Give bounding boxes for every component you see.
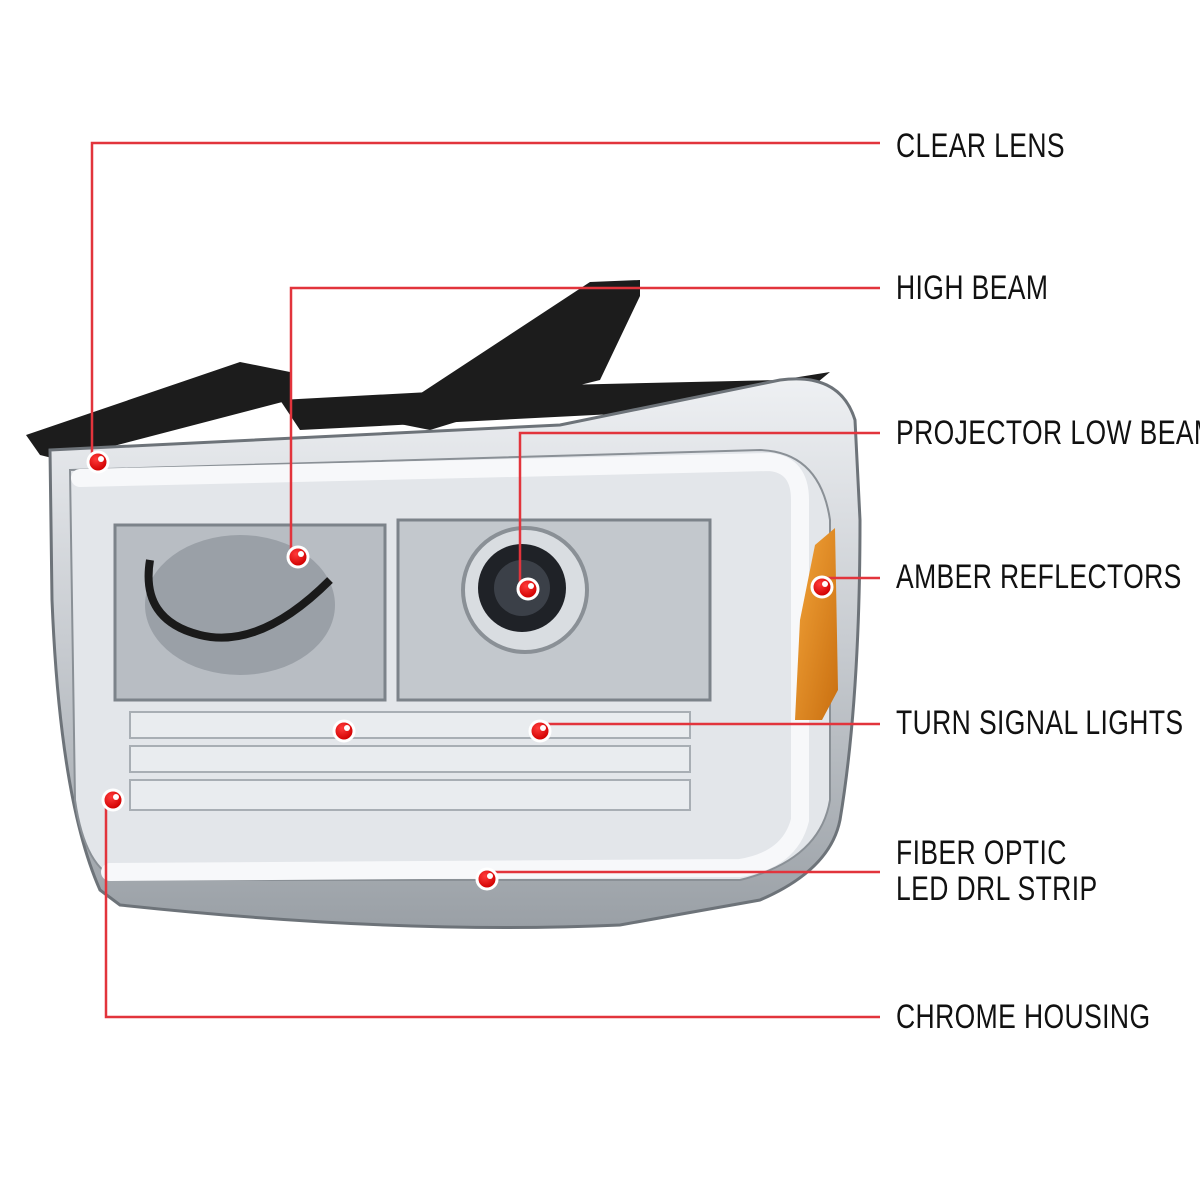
high-beam-reflector xyxy=(113,523,387,702)
label-clear-lens: CLEAR LENS xyxy=(896,127,1065,165)
label-chrome-housing: CHROME HOUSING xyxy=(896,998,1151,1036)
callout-lines xyxy=(90,141,880,1019)
callout-dot-amber xyxy=(810,575,834,599)
label-amber-reflectors: AMBER REFLECTORS xyxy=(896,558,1182,596)
label-turn-signal-lights: TURN SIGNAL LIGHTS xyxy=(896,704,1184,742)
callout-dot-projector xyxy=(516,577,540,601)
callout-dot-turn-signal-2 xyxy=(528,719,552,743)
turn-signal-lens xyxy=(129,711,691,811)
callout-dot-clear-lens xyxy=(86,450,110,474)
callout-dot-chrome xyxy=(101,788,125,812)
amber-reflector xyxy=(795,528,838,720)
label-fiber-optic: FIBER OPTIC xyxy=(896,834,1067,872)
label-high-beam: HIGH BEAM xyxy=(896,269,1049,307)
callout-dots xyxy=(86,450,834,891)
drl-light-bar xyxy=(71,452,809,881)
callout-dot-drl xyxy=(475,867,499,891)
callout-dot-high-beam xyxy=(286,545,310,569)
label-led-drl-strip: LED DRL STRIP xyxy=(896,870,1098,908)
callout-dot-turn-signal-1 xyxy=(332,719,356,743)
projector-reflector xyxy=(396,518,712,702)
label-projector-low-beam: PROJECTOR LOW BEAM xyxy=(896,414,1200,452)
